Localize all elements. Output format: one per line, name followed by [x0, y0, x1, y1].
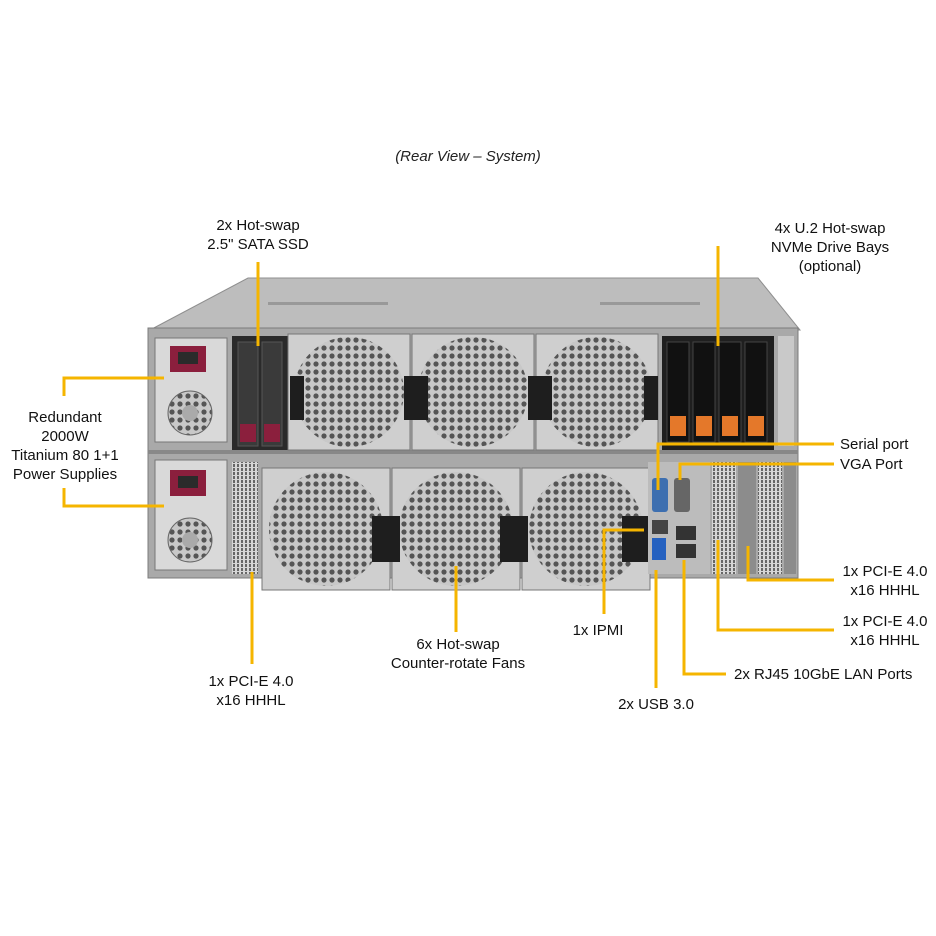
callout-vga — [678, 462, 834, 480]
figure-caption: (Rear View – System) — [395, 148, 541, 165]
callout-pcie-right-top — [746, 546, 834, 582]
fan-bottom-3 — [521, 467, 651, 591]
label-serial-port: Serial port — [840, 436, 909, 453]
fan-top-1 — [287, 333, 411, 451]
callout-serial — [656, 442, 834, 490]
fan-top-2 — [411, 333, 535, 451]
fan-bottom-1 — [261, 467, 391, 591]
label-vga-port: VGA Port — [840, 456, 903, 473]
callout-pcie-right-bottom — [716, 540, 834, 632]
pcie-slot-left — [232, 462, 258, 574]
power-supply-top — [154, 337, 228, 443]
callout-ipmi — [602, 528, 644, 614]
callout-psu — [62, 488, 164, 508]
label-ipmi: 1x IPMI — [572, 622, 624, 639]
pcie-slots-right — [712, 462, 796, 574]
fan-top-3 — [535, 333, 659, 451]
label-usb: 2x USB 3.0 — [618, 696, 694, 713]
label-lan-ports: 2x RJ45 10GbE LAN Ports — [734, 666, 913, 683]
callout-lines — [62, 246, 834, 688]
callout-lan — [682, 560, 726, 676]
nvme-drive-bays — [662, 336, 794, 450]
sata-ssd-bays — [232, 336, 288, 450]
power-supply-bottom — [154, 459, 228, 571]
